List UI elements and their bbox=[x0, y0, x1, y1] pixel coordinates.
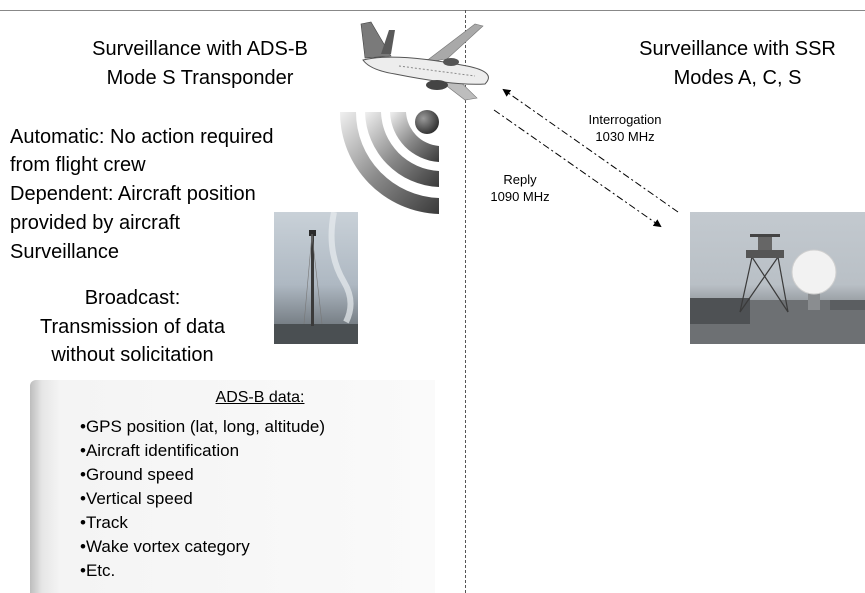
antenna-mast-photo bbox=[274, 212, 358, 344]
broadcast-waves-icon bbox=[340, 110, 439, 214]
reply-label: Reply bbox=[503, 172, 537, 187]
radar-station-photo bbox=[690, 212, 865, 344]
interrogation-arrow bbox=[502, 88, 679, 213]
list-item: GPS position (lat, long, altitude) bbox=[80, 415, 325, 439]
broadcast-line1: Broadcast: bbox=[84, 287, 181, 309]
dependent-line3: Surveillance bbox=[10, 241, 119, 263]
link-arrows bbox=[493, 88, 679, 228]
broadcast-line3: without solicitation bbox=[51, 344, 214, 366]
reply-frequency: 1090 MHz bbox=[490, 189, 550, 204]
reply-arrow bbox=[493, 109, 662, 228]
list-item: Etc. bbox=[80, 559, 325, 583]
list-item: Ground speed bbox=[80, 463, 325, 487]
top-rule bbox=[0, 10, 865, 11]
broadcast-line2: Transmission of data bbox=[40, 316, 225, 338]
automatic-line2: from flight crew bbox=[10, 154, 146, 176]
list-item: Vertical speed bbox=[80, 487, 325, 511]
dependent-line1: Dependent: Aircraft position bbox=[10, 183, 256, 205]
ssr-title-line2: Modes A, C, S bbox=[673, 67, 802, 89]
interrogation-frequency: 1030 MHz bbox=[595, 129, 655, 144]
ads-b-data-heading: ADS-B data: bbox=[215, 389, 305, 406]
ads-b-title-line2: Mode S Transponder bbox=[106, 67, 294, 89]
ads-b-data-list: GPS position (lat, long, altitude) Aircr… bbox=[80, 415, 325, 583]
ads-b-title-line1: Surveillance with ADS-B bbox=[92, 38, 308, 60]
list-item: Aircraft identification bbox=[80, 439, 325, 463]
list-item: Wake vortex category bbox=[80, 535, 325, 559]
list-item: Track bbox=[80, 511, 325, 535]
dependent-line2: provided by aircraft bbox=[10, 212, 181, 234]
automatic-line1: Automatic: No action required bbox=[10, 126, 274, 148]
section-divider bbox=[465, 10, 466, 593]
interrogation-label: Interrogation bbox=[588, 112, 662, 127]
aircraft-icon bbox=[360, 21, 489, 101]
ssr-title-line1: Surveillance with SSR bbox=[639, 38, 836, 60]
